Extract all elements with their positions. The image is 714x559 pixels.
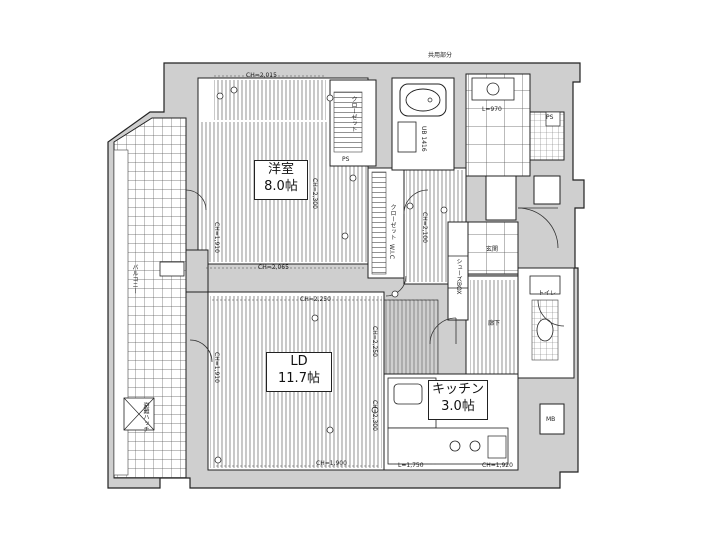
shoes-label: シューズBOX bbox=[455, 258, 462, 295]
dim-top: CH=2,015 bbox=[246, 72, 277, 79]
washroom bbox=[465, 73, 565, 177]
door-swings bbox=[185, 189, 565, 363]
tolet-label: トイレ bbox=[538, 290, 557, 297]
entrance-label: 玄関 bbox=[486, 246, 499, 253]
closet1-label: クローゼット bbox=[350, 96, 357, 132]
kitchen-label: キッチン 3.0帖 bbox=[428, 380, 488, 420]
storage-box bbox=[533, 175, 561, 205]
dim-bottom: CH=1,900 bbox=[316, 460, 347, 467]
dim-ld-top: CH=2,250 bbox=[300, 296, 331, 303]
balcony-label: バルコニー bbox=[131, 264, 138, 294]
dim-l970: L=970 bbox=[482, 106, 502, 113]
walk-in-closet bbox=[367, 167, 405, 279]
top-note: 共用部分 bbox=[428, 52, 453, 59]
dim-sash2: CH=1,910 bbox=[213, 352, 220, 383]
dim-ld-vert: CH=2,250 bbox=[371, 326, 378, 357]
dim-ch1920: CH=1,920 bbox=[482, 462, 513, 469]
hatch-label: 避難ハッチ bbox=[142, 402, 149, 432]
ld-room-label: LD 11.7帖 bbox=[266, 352, 332, 392]
closet2-label: クローゼット bbox=[389, 204, 396, 240]
western-room-size: 8.0帖 bbox=[264, 179, 298, 194]
balcony bbox=[113, 117, 187, 479]
dim-l1750: L=1,750 bbox=[398, 462, 424, 469]
ps2-label: PS bbox=[546, 114, 554, 121]
toilet-room bbox=[517, 267, 575, 379]
dim-sash1: CH=1,910 bbox=[213, 222, 220, 253]
mb-box bbox=[539, 403, 565, 435]
dim-corridor-vert: CH=2,100 bbox=[421, 212, 428, 243]
dim-ld-vert2: CH=2,300 bbox=[371, 400, 378, 431]
ld-room-name: LD bbox=[290, 354, 308, 369]
western-room-name: 洋室 bbox=[267, 162, 294, 177]
kitchen-name: キッチン bbox=[431, 382, 484, 397]
entrance-floor bbox=[467, 221, 519, 275]
western-room-label: 洋室 8.0帖 bbox=[254, 160, 308, 200]
bathroom bbox=[391, 77, 455, 171]
corridor-label: 廊下 bbox=[488, 320, 501, 327]
wic-label: W.I.C bbox=[388, 244, 395, 260]
column bbox=[185, 249, 209, 293]
kitchen-size: 3.0帖 bbox=[441, 399, 475, 414]
light-fixtures bbox=[214, 86, 448, 464]
mb-label: MB bbox=[546, 416, 556, 423]
kitchen bbox=[383, 373, 519, 471]
dimension-lines bbox=[206, 75, 438, 467]
ps-label: PS bbox=[342, 156, 350, 163]
column-box bbox=[159, 261, 185, 277]
dim-western-vert: CH=2,300 bbox=[311, 178, 318, 209]
washroom-closet bbox=[485, 175, 517, 221]
ub-label: UB 1416 bbox=[420, 126, 427, 152]
ld-room-size: 11.7帖 bbox=[278, 371, 320, 386]
dim-mid: CH=2,065 bbox=[258, 264, 289, 271]
